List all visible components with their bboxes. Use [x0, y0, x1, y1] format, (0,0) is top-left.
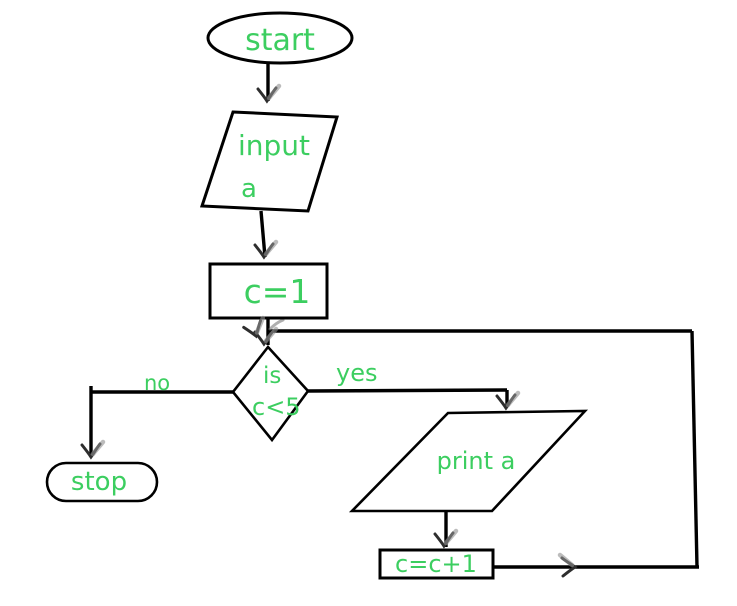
increment-node-shape [378, 548, 495, 580]
input-node-shape [199, 110, 340, 213]
branch-label-no: no [144, 371, 170, 395]
print-node-shape [348, 409, 589, 513]
input-node-label-line1: input [238, 129, 310, 162]
decision-node-label-line2: c<5 [252, 393, 301, 421]
arrowhead-into-decision-2 [243, 318, 268, 339]
decision-node-label-line1: is [263, 363, 281, 389]
junction-smudge [268, 318, 285, 331]
decision-node-shape [231, 344, 310, 443]
input-node-label-line2: a [241, 174, 257, 204]
start-node-shape [206, 11, 354, 65]
start-node-label: start [245, 23, 315, 58]
edge-yes-horizontal [307, 388, 508, 393]
edge-input-to-init [259, 210, 267, 258]
stop-node-shape [45, 461, 159, 503]
edge-loop-right [690, 330, 699, 568]
print-node-label: print a [437, 447, 516, 475]
init-node-shape [208, 262, 329, 320]
increment-node-label: c=c+1 [395, 550, 477, 578]
branch-label-yes: yes [336, 359, 377, 387]
stop-node-label: stop [71, 467, 127, 497]
init-node-label: c=1 [244, 272, 311, 311]
